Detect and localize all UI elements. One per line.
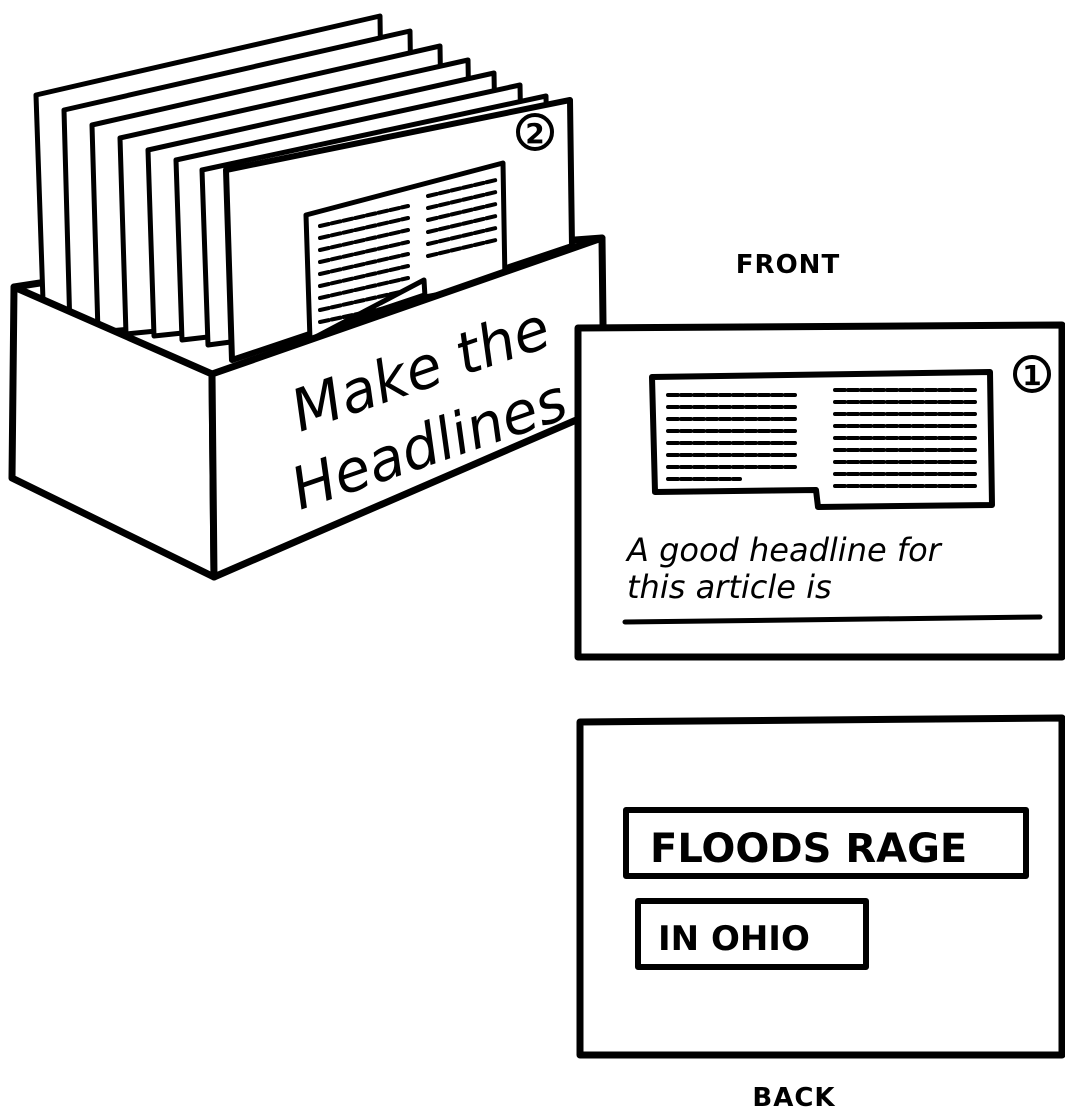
front-card: 1: [578, 325, 1062, 657]
headline-strip-1: FLOODS RAGE: [626, 810, 1026, 876]
headline-word-1: FLOODS RAGE: [650, 826, 967, 872]
headline-strip-2: IN OHIO: [638, 901, 866, 967]
front-card-clipping: [652, 372, 992, 507]
card-file-box: 2: [12, 16, 615, 577]
headline-word-2: IN OHIO: [658, 919, 810, 959]
front-card-prompt-line1: A good headline for: [625, 531, 943, 569]
back-card: FLOODS RAGE IN OHIO: [580, 718, 1062, 1055]
back-caption: BACK: [752, 1083, 835, 1110]
front-card-number: 1: [1022, 359, 1041, 392]
front-caption: FRONT: [736, 250, 840, 280]
box-card-number: 2: [525, 117, 544, 150]
front-card-prompt-line2: this article is: [627, 568, 832, 606]
